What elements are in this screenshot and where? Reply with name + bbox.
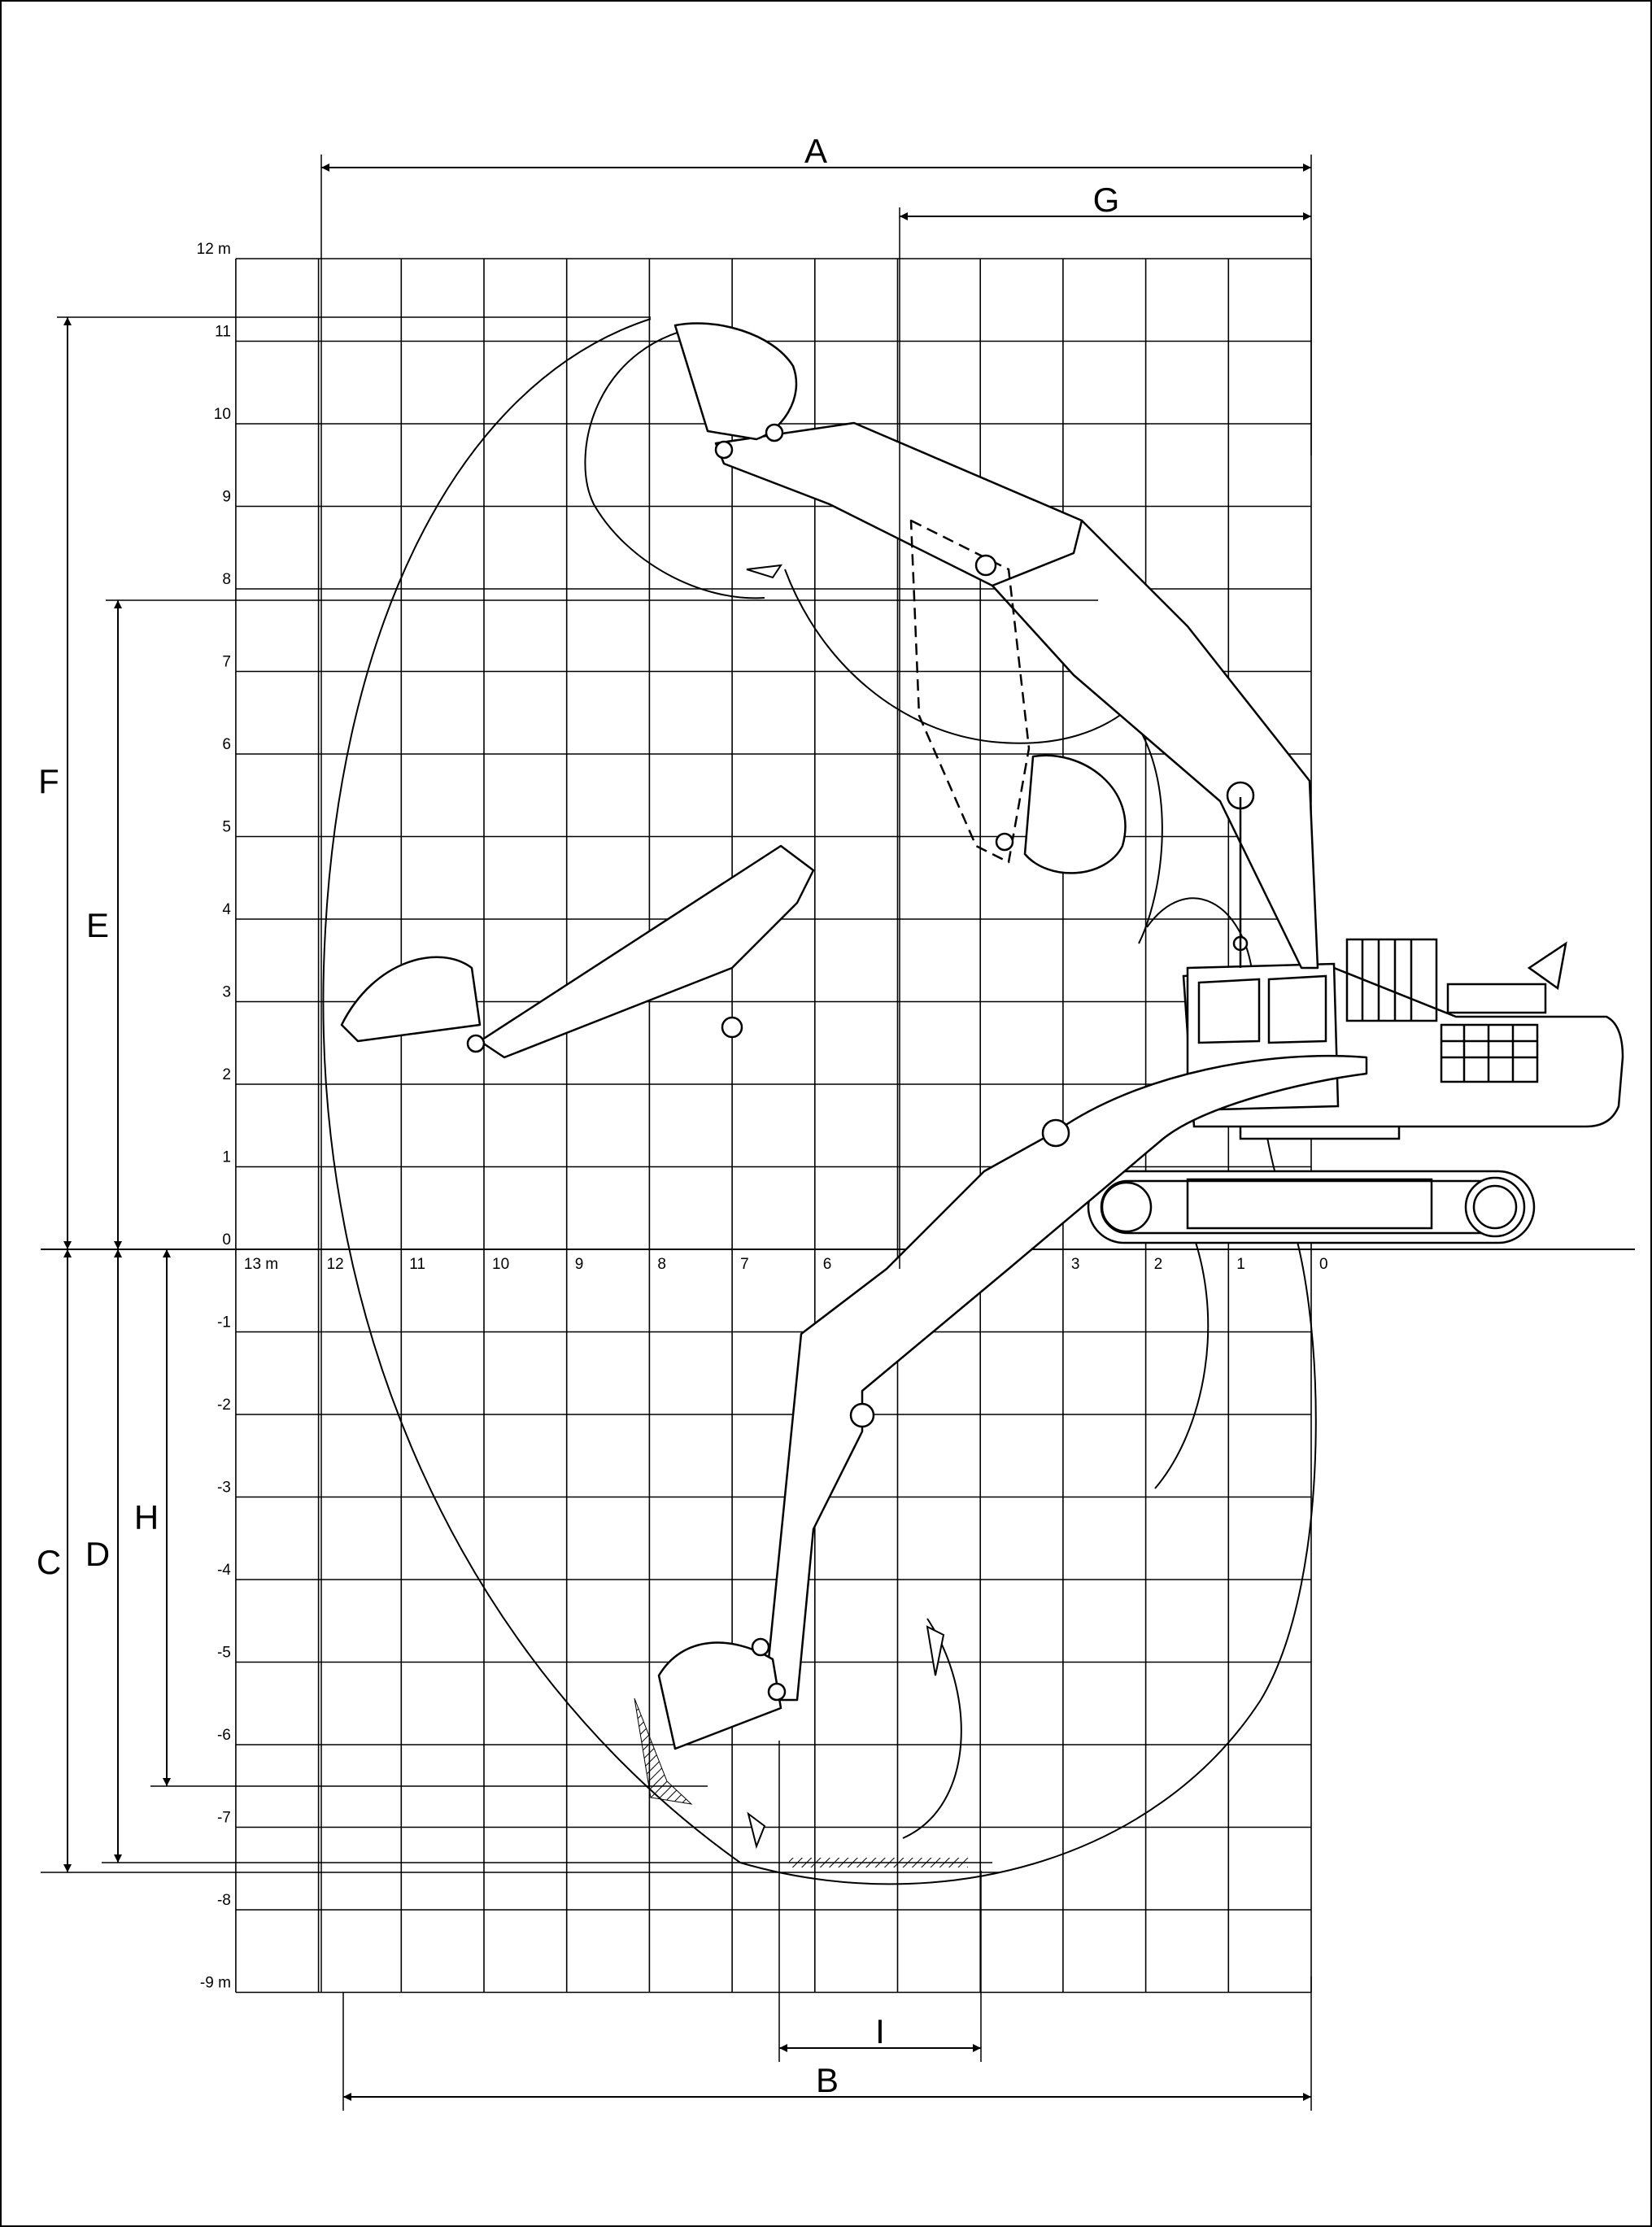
x-tick-label: 7 (740, 1256, 749, 1273)
y-tick-label: 1 (222, 1149, 231, 1166)
dimension-label-c: C (37, 1543, 61, 1581)
x-tick-label: 8 (657, 1256, 666, 1273)
y-tick-label: 7 (222, 654, 231, 671)
dimension-label-g: G (1093, 181, 1120, 219)
dimension-lines (41, 155, 1312, 2111)
x-tick-label: 2 (1154, 1256, 1163, 1273)
y-tick-label: 10 (214, 406, 231, 423)
y-tick-label: 3 (222, 984, 231, 1001)
dimension-label-h: H (134, 1498, 159, 1536)
boom-and-arm-positions (340, 322, 1368, 1750)
dimension-label-i: I (875, 2012, 885, 2050)
far-bucket (340, 956, 482, 1043)
x-tick-label: 13 m (244, 1256, 278, 1273)
y-tick-label: 4 (222, 901, 231, 918)
x-tick-label: 1 (1236, 1256, 1245, 1273)
x-tick-label: 3 (1071, 1256, 1080, 1273)
x-tick-label: 10 (492, 1256, 509, 1273)
y-tick-label: 0 (222, 1231, 231, 1249)
y-tick-label: -4 (217, 1562, 231, 1579)
x-tick-label: 0 (1319, 1256, 1328, 1273)
y-tick-label: -7 (217, 1810, 231, 1827)
dimension-label-b: B (816, 2061, 839, 2099)
y-tick-label: -6 (217, 1727, 231, 1744)
dimension-label-e: E (86, 906, 109, 944)
y-tick-label: 2 (222, 1066, 231, 1083)
y-tick-label: 11 (215, 324, 231, 341)
y-tick-label: 5 (222, 819, 231, 836)
idler-wheel-icon (1101, 1181, 1153, 1233)
deep-bucket (657, 1641, 782, 1750)
y-tick-label: 8 (222, 571, 231, 588)
x-tick-label: 11 (409, 1256, 425, 1273)
x-tick-label: 6 (823, 1256, 832, 1273)
dimension-label-f: F (38, 762, 59, 800)
y-tick-label: 9 (222, 489, 231, 506)
x-axis-labels: 13 m1211109876543210 (244, 1256, 1328, 1273)
y-tick-label: -8 (217, 1892, 231, 1909)
y-tick-label: -2 (217, 1397, 231, 1414)
x-tick-label: 9 (575, 1256, 584, 1273)
dimension-label-d: D (85, 1535, 110, 1573)
bucket-tooth-markers (746, 564, 945, 1850)
y-tick-label: -3 (217, 1480, 231, 1497)
mid-bucket (1023, 754, 1127, 874)
dimension-label-a: A (804, 132, 827, 170)
y-tick-label: -1 (217, 1314, 231, 1331)
x-tick-label: 12 (327, 1256, 344, 1273)
y-tick-label: 6 (222, 736, 231, 753)
y-tick-label: -9 m (200, 1975, 231, 1992)
y-tick-label: -5 (217, 1645, 231, 1662)
y-tick-label: 12 m (197, 241, 231, 258)
